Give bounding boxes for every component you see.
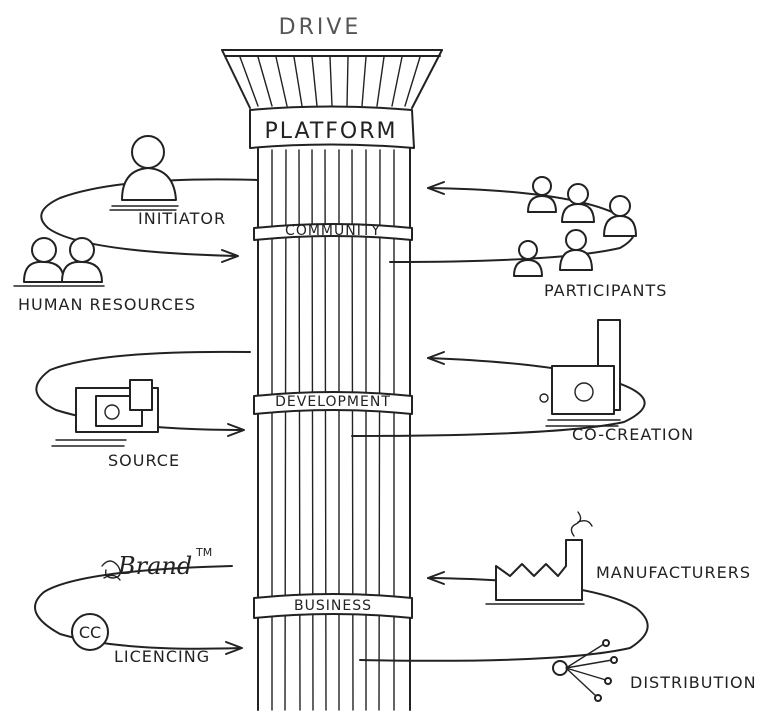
co-creation-machine-icon xyxy=(539,319,621,427)
community-label: COMMUNITY xyxy=(285,223,381,239)
manufacturers-label: MANUFACTURERS xyxy=(596,563,751,582)
band-development: DEVELOPMENT xyxy=(253,391,413,415)
co-creation-label: CO-CREATION xyxy=(572,425,694,444)
initiator-person-icon xyxy=(109,135,179,211)
licencing-label: LICENCING xyxy=(114,647,210,666)
band-business: BUSINESS xyxy=(253,593,413,619)
column: PLATFORM COMMUNITY DEVELOPMENT BUSINESS xyxy=(221,49,443,711)
participants-label: PARTICIPANTS xyxy=(544,281,667,300)
factory-icon xyxy=(485,511,593,605)
human-resources-label: HUMAN RESOURCES xyxy=(18,295,196,314)
column-capital xyxy=(221,49,443,109)
brand-logo: Brand TM xyxy=(101,546,212,581)
platform-label: PLATFORM xyxy=(264,119,397,144)
source-label: SOURCE xyxy=(108,451,180,470)
cc-label: CC xyxy=(79,623,101,642)
cc-icon: CC xyxy=(71,613,109,651)
initiator-label: INITIATOR xyxy=(138,209,226,228)
brand-trademark: TM xyxy=(195,546,212,559)
brand-label: Brand xyxy=(117,552,192,580)
distribution-label: DISTRIBUTION xyxy=(630,673,757,692)
co-creation-loop xyxy=(351,351,646,437)
human-resources-icon xyxy=(13,237,105,287)
drive-label: DRIVE xyxy=(279,15,362,40)
participants-icon xyxy=(513,176,637,277)
business-label: BUSINESS xyxy=(294,598,372,614)
source-machine-icon xyxy=(51,379,159,447)
development-label: DEVELOPMENT xyxy=(275,394,391,410)
distribution-icon xyxy=(552,639,618,702)
band-community: COMMUNITY xyxy=(253,223,413,241)
participants-loop xyxy=(389,181,636,263)
platform-band: PLATFORM xyxy=(249,105,415,149)
